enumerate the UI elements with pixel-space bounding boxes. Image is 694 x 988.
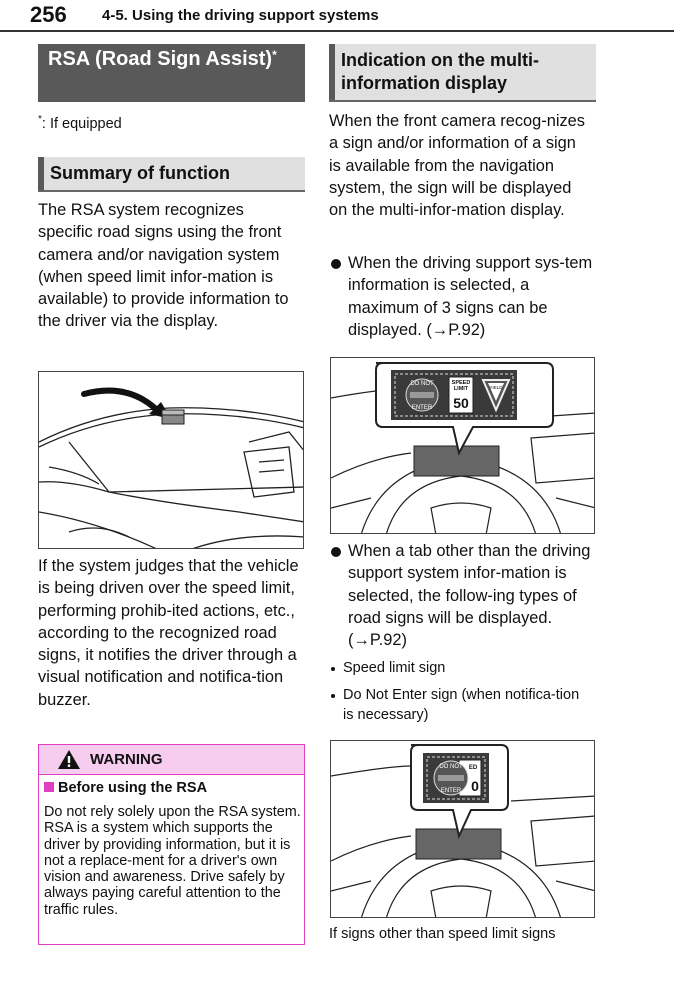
warning-header: WARNING — [39, 745, 304, 775]
section-title-rsa-text: RSA (Road Sign Assist) — [48, 48, 273, 70]
do-not-enter-sign2-line2: ENTER — [441, 788, 462, 794]
summary-heading-text: Summary of function — [50, 163, 231, 183]
footnote: *: If equipped — [38, 114, 122, 132]
sub-bullet-text: Speed limit sign — [343, 660, 446, 676]
dashboard-drawing: DO NOT ENTER SPEED LIMIT 50 YIELD — [331, 362, 594, 533]
do-not-enter-sign2-line1: DO NOT — [439, 764, 463, 770]
dashboard-illustration-3-signs: DO NOT ENTER SPEED LIMIT 50 YIELD — [330, 357, 595, 534]
indication-heading-text: Indication on the multi-information disp… — [341, 50, 539, 93]
buzzer-paragraph: If the system judges that the vehicle is… — [38, 557, 299, 709]
section-title-footnote-mark: * — [272, 48, 277, 62]
warning-triangle-icon — [58, 750, 80, 769]
warning-subheading: Before using the RSA — [44, 780, 207, 796]
bullet-text: When the driving support sys-tem informa… — [348, 254, 593, 339]
speed-limit-sign-line1: SPEED — [452, 380, 471, 386]
bullet-driving-support: When the driving support sys-tem informa… — [329, 252, 594, 341]
do-not-enter-sign-line1: DO NOT — [410, 381, 434, 387]
speed-limit-sign-partial: ED — [469, 765, 478, 771]
section-title-rsa: RSA (Road Sign Assist)* — [38, 44, 305, 102]
warning-box: WARNING Before using the RSA Do not rely… — [38, 744, 305, 945]
warning-body: Do not rely solely upon the RSA system. … — [44, 804, 301, 918]
do-not-enter-sign-line2: ENTER — [412, 405, 433, 411]
indication-heading: Indication on the multi-information disp… — [329, 44, 596, 102]
heading-bar — [329, 44, 335, 100]
dashboard-illustration-overlap-signs: ED 0 DO NOT ENTER — [330, 740, 595, 918]
sub-bullet-text: Do Not Enter sign (when notifica-tion is… — [343, 687, 580, 723]
sub-bullet-dot — [331, 694, 335, 698]
bullet-text: When a tab other than the driving suppor… — [348, 542, 591, 650]
warning-subheading-text: Before using the RSA — [58, 780, 208, 796]
heading-bar — [38, 157, 44, 190]
sub-bullet-speed-limit: Speed limit sign — [329, 658, 591, 678]
speed-limit-sign-value: 50 — [453, 395, 469, 411]
car-camera-drawing — [39, 387, 303, 548]
footnote-mark: * — [38, 114, 42, 125]
bullet-dot — [331, 547, 341, 557]
sub-bullet-do-not-enter: Do Not Enter sign (when notifica-tion is… — [329, 685, 591, 725]
page-number: 256 — [30, 2, 67, 27]
sub-bullet-dot — [331, 667, 335, 671]
indication-paragraph: When the front camera recog-nizes a sign… — [329, 112, 585, 220]
speed-limit-sign-line2: LIMIT — [454, 386, 469, 392]
speed-limit-sign-value-partial: 0 — [471, 778, 479, 794]
warning-label: WARNING — [90, 751, 163, 768]
warning-square-icon — [44, 782, 54, 792]
chapter-title: 4-5. Using the driving support systems — [102, 7, 379, 24]
footnote-text: : If equipped — [41, 115, 122, 132]
bullet-other-tab: When a tab other than the driving suppor… — [329, 540, 594, 651]
yield-sign-text: YIELD — [489, 385, 503, 390]
summary-heading: Summary of function — [38, 157, 305, 192]
figure-caption: If signs other than speed limit signs — [329, 926, 556, 942]
car-camera-illustration — [38, 371, 304, 549]
summary-paragraph: The RSA system recognizes specific road … — [38, 201, 289, 331]
bullet-dot — [331, 259, 341, 269]
dashboard-drawing-2: ED 0 DO NOT ENTER — [331, 744, 594, 917]
header-rule — [0, 30, 674, 32]
